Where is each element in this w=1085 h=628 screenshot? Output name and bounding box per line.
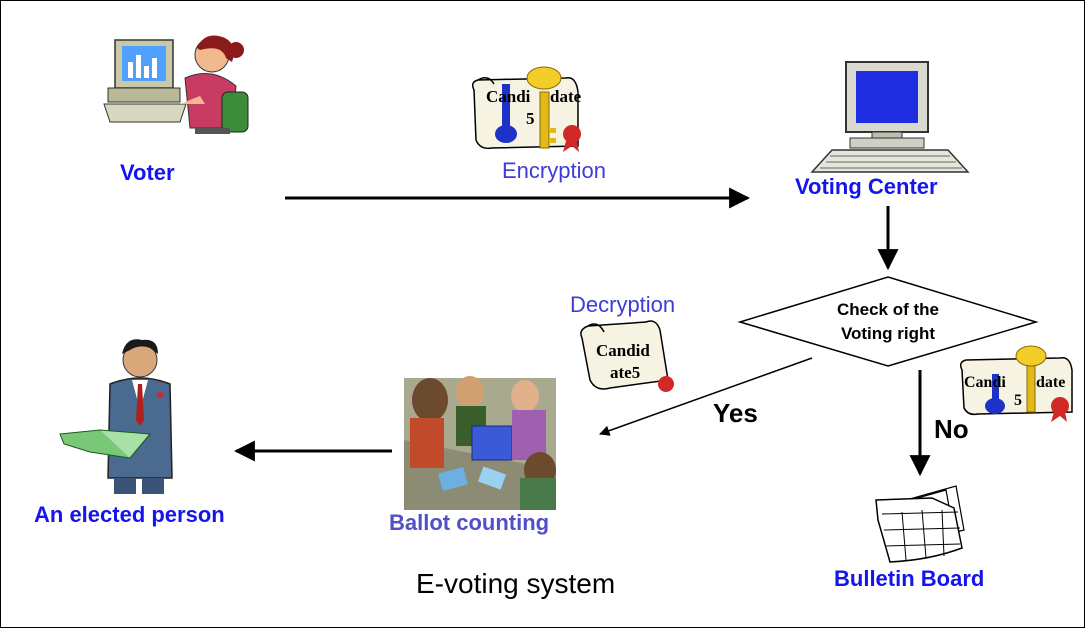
- scroll-top-line1: Candi: [486, 87, 531, 106]
- arrow-check-to-ballot: [599, 357, 813, 436]
- scroll-top-line2: date: [550, 87, 582, 106]
- scroll-right-line2: date: [1036, 374, 1065, 391]
- bulletin-board-icon: [875, 485, 965, 563]
- scroll-icon: Candid ate5: [580, 320, 674, 392]
- check-line-1: Check of the: [836, 300, 940, 319]
- scroll-right-line1: Candi: [964, 374, 1006, 391]
- scroll-right-line3: 5: [1014, 392, 1022, 409]
- encryption-label: Encryption: [502, 158, 606, 183]
- decision-diamond: [737, 276, 1039, 367]
- voting-center-label: Voting Center: [795, 174, 938, 199]
- scroll-top-line3: 5: [526, 109, 535, 128]
- key-scroll-icon: Candi date 5: [959, 345, 1073, 422]
- elected-person-icon: [59, 339, 173, 494]
- no-label: No: [934, 414, 969, 444]
- key-scroll-icon: Candi date 5: [471, 66, 582, 152]
- check-line-2: Voting right: [840, 324, 936, 343]
- scroll-decrypted-line1: Candid: [596, 341, 650, 360]
- ballot-box-crowd-icon: [404, 376, 556, 510]
- elected-person-label: An elected person: [34, 502, 225, 527]
- check-voting-right-label: Check of the Voting right: [778, 298, 998, 346]
- yes-label: Yes: [713, 398, 758, 428]
- decryption-label: Decryption: [570, 292, 676, 317]
- computer-icon: [810, 61, 970, 173]
- ballot-counting-label: Ballot counting: [389, 510, 550, 535]
- diagram-title: E-voting system: [416, 568, 616, 599]
- bulletin-board-label: Bulletin Board: [834, 566, 985, 591]
- voter-label: Voter: [120, 160, 175, 185]
- voter-at-computer-icon: [103, 35, 249, 134]
- scroll-decrypted-line2: ate5: [610, 363, 640, 382]
